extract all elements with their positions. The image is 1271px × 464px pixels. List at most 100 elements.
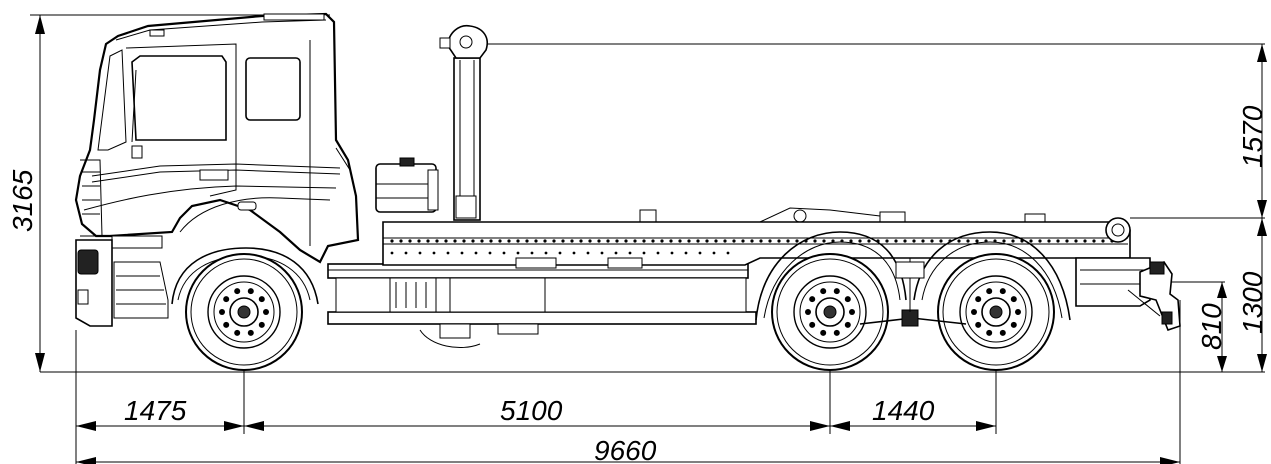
rivet — [507, 239, 511, 243]
rear-fender-2 — [913, 231, 1071, 321]
rivet — [558, 251, 562, 255]
rivet — [750, 239, 754, 243]
rivet — [957, 239, 961, 243]
height-arrow-bottom — [35, 353, 45, 372]
rivet — [489, 239, 493, 243]
rivet — [432, 251, 436, 255]
rivet — [552, 239, 556, 243]
rivet — [912, 239, 916, 243]
rivet — [516, 239, 520, 243]
rivet — [894, 239, 898, 243]
arrow-1440-left — [830, 421, 850, 431]
rivet — [966, 239, 970, 243]
cab — [74, 12, 360, 264]
dim-frame-height: 1300 — [1237, 271, 1268, 334]
rivet — [1029, 239, 1033, 243]
rivet — [502, 251, 506, 255]
hook-arm — [439, 24, 488, 221]
rivet — [1038, 239, 1042, 243]
rivet — [642, 239, 646, 243]
dim-hook-above-frame: 1570 — [1237, 105, 1268, 168]
arrow-1475-right — [224, 421, 244, 431]
arrow-1475-left — [76, 421, 96, 431]
rivet — [1092, 239, 1096, 243]
rivet — [460, 251, 464, 255]
side-box — [335, 277, 747, 313]
headlight — [77, 249, 99, 275]
front-grille — [80, 159, 103, 237]
rivet — [670, 251, 674, 255]
rivet — [624, 239, 628, 243]
hitch-arrow-bottom — [1217, 356, 1227, 372]
rivet — [474, 251, 478, 255]
rivet — [656, 251, 660, 255]
rivet — [642, 251, 646, 255]
rivet — [462, 239, 466, 243]
rivet — [418, 251, 422, 255]
rivet — [813, 239, 817, 243]
rivet — [543, 239, 547, 243]
rivet — [1065, 239, 1069, 243]
last-rear-wheel — [937, 253, 1055, 371]
rivet — [446, 251, 450, 255]
rivet — [684, 251, 688, 255]
rivet — [651, 239, 655, 243]
front-fender — [171, 247, 319, 305]
arrow-5100-right — [810, 421, 830, 431]
chassis-frame — [327, 207, 1131, 325]
rivet — [399, 239, 403, 243]
rivet — [1047, 239, 1051, 243]
rivet — [795, 239, 799, 243]
rivet — [417, 239, 421, 243]
front-bumper — [75, 239, 169, 327]
hook-arrow-top — [1257, 44, 1267, 62]
rivet — [741, 239, 745, 243]
dim-front-overhang: 1475 — [124, 395, 187, 426]
rivet — [1011, 239, 1015, 243]
door-window — [131, 55, 227, 141]
arrow-9660-left — [76, 457, 96, 464]
hydraulic-tank — [375, 157, 439, 213]
rivet — [390, 239, 394, 243]
rivet — [597, 239, 601, 243]
rivet — [1074, 239, 1078, 243]
arrow-9660-right — [1160, 457, 1180, 464]
dim-wheelbase: 5100 — [500, 395, 563, 426]
rivet — [786, 239, 790, 243]
rivet — [712, 251, 716, 255]
rivet — [777, 239, 781, 243]
rivet — [480, 239, 484, 243]
rear-window — [245, 57, 301, 121]
rivet — [614, 251, 618, 255]
frame-arrow-bottom — [1257, 354, 1267, 372]
rivet — [534, 239, 538, 243]
rivet — [561, 239, 565, 243]
rivet — [921, 239, 925, 243]
rivet — [426, 239, 430, 243]
under-frame-details — [419, 257, 643, 348]
dim-rear-hitch-height: 810 — [1196, 303, 1227, 350]
rivet — [1083, 239, 1087, 243]
rivet — [867, 239, 871, 243]
windshield — [97, 49, 127, 151]
rivet — [1002, 239, 1006, 243]
rivet — [1056, 239, 1060, 243]
lower-frame-rail — [327, 311, 757, 325]
dim-overall-height: 3165 — [7, 169, 38, 232]
rivet — [698, 251, 702, 255]
rivet — [975, 239, 979, 243]
battery-box — [389, 277, 437, 313]
arrow-5100-left — [244, 421, 264, 431]
front-wheel — [185, 253, 303, 371]
rivet — [885, 239, 889, 243]
rivet — [723, 239, 727, 243]
rivet — [714, 239, 718, 243]
height-arrow-top — [35, 15, 45, 34]
rivet — [579, 239, 583, 243]
rivet — [435, 239, 439, 243]
rivet — [488, 251, 492, 255]
rivet — [930, 239, 934, 243]
rivet — [732, 239, 736, 243]
hook-head — [447, 24, 488, 59]
